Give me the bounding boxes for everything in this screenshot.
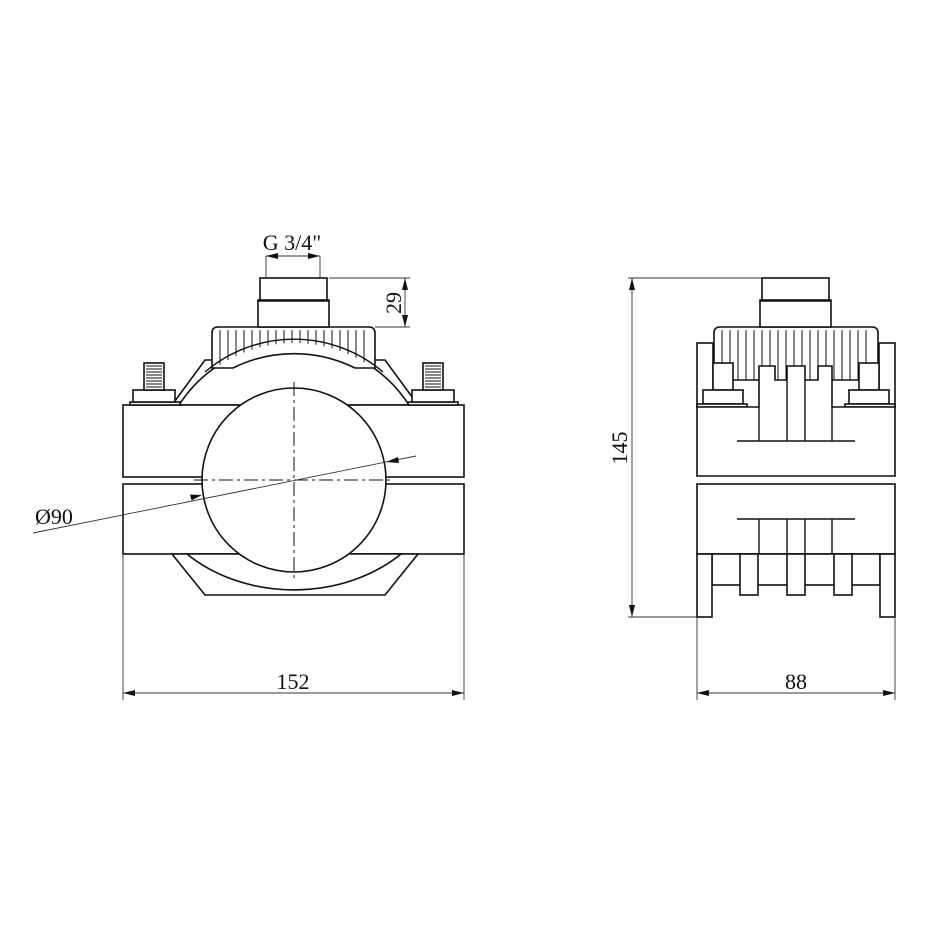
spigot-height-dimension: 29: [329, 277, 410, 328]
right-bolt: [407, 362, 459, 406]
upper-saddle-arch-top: [204, 338, 384, 373]
spigot-upper: [259, 277, 328, 301]
overall-height-label: 145: [607, 432, 632, 465]
stud-left-side: [712, 362, 734, 391]
depth-dimension: 88: [696, 617, 896, 700]
spigot-height-label: 29: [381, 292, 406, 314]
pipe-diameter-label: Ø90: [35, 504, 73, 529]
overall-depth-label: 88: [785, 669, 807, 694]
tab: [833, 553, 853, 596]
diameter-dimension: Ø90: [32, 455, 417, 534]
threaded-stud: [143, 362, 165, 391]
overall-width-label: 152: [277, 669, 310, 694]
nut-left-side: [702, 389, 744, 405]
spigot-lower: [257, 299, 330, 328]
leg-left: [696, 553, 713, 618]
width-dimension: 152: [122, 554, 465, 700]
leg-right: [879, 553, 896, 618]
stud-right-side: [858, 362, 880, 391]
thread-dimension: G 3/4": [263, 230, 321, 278]
left-bolt: [129, 362, 181, 406]
knurled-cap: [211, 326, 376, 369]
front-view: G 3/4" 29 Ø90 152: [32, 230, 465, 700]
threaded-stud: [422, 362, 444, 391]
nut-right-side: [848, 389, 890, 405]
nut-icon: [411, 389, 455, 403]
spigot-upper-side: [761, 277, 830, 301]
spigot-lower-side: [759, 299, 832, 328]
tab: [739, 553, 759, 596]
thread-size-label: G 3/4": [263, 230, 321, 255]
side-view: 145 88: [607, 277, 896, 700]
nut-icon: [132, 389, 176, 403]
height-dimension: 145: [607, 277, 762, 618]
tab: [786, 553, 806, 596]
